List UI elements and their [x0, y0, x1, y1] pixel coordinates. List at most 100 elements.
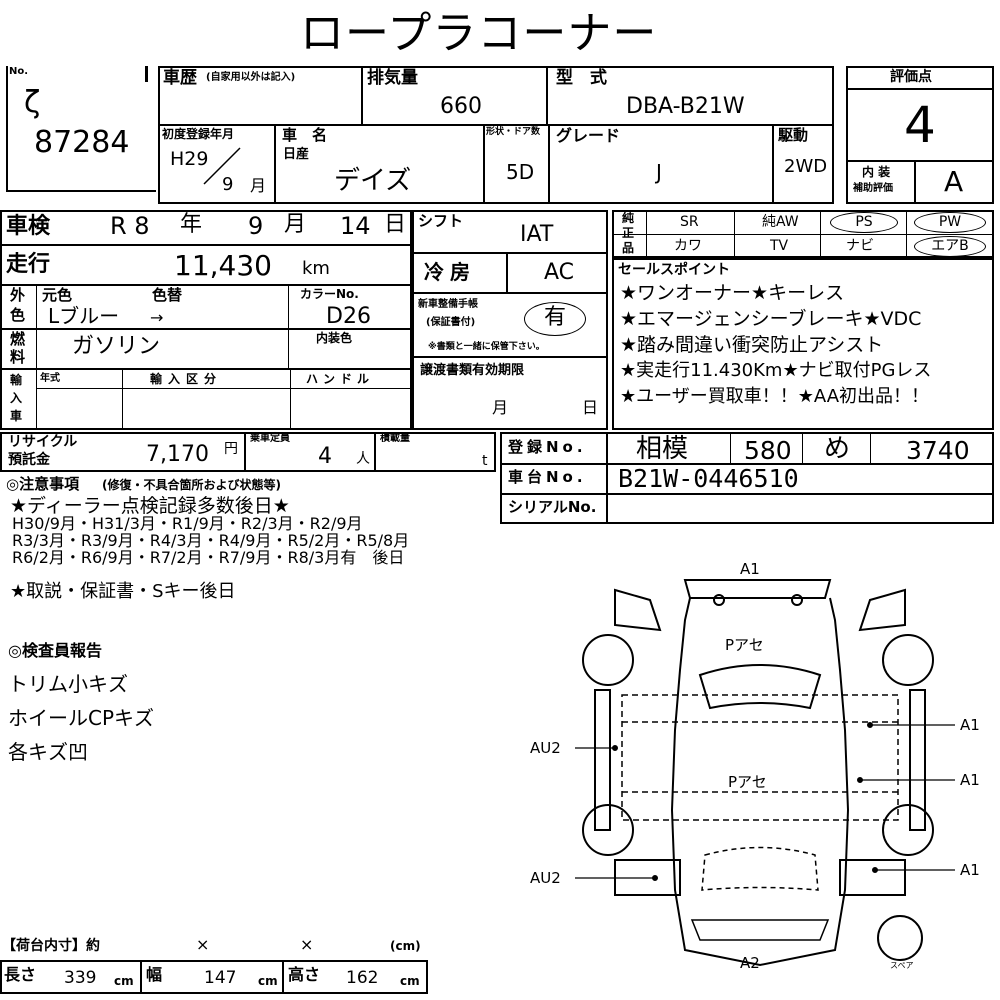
cargo-times-2: × — [300, 935, 314, 954]
report-line-1: トリム小キズ — [8, 672, 128, 696]
displacement-value: 660 — [440, 94, 482, 119]
vehicle-info-block — [158, 66, 834, 204]
sales-points-label: セールスポイント — [618, 262, 730, 278]
inspection-block — [0, 210, 412, 430]
model-label: 型 式 — [556, 68, 607, 88]
shift-label: シフト — [418, 212, 464, 230]
equip-aw: 純AW — [762, 214, 799, 230]
cargo-unit-paren: (cm) — [390, 939, 421, 953]
shift-value: IAT — [520, 222, 554, 247]
shift-block — [412, 210, 608, 430]
cargo-dimensions-table — [0, 960, 428, 994]
diagram-hood-label: Pアセ — [725, 636, 764, 654]
report-line-2: ホイールCPキズ — [8, 706, 155, 730]
manual-note: ※書類と一緒に保管下さい。 — [428, 342, 545, 352]
equip-tv: TV — [770, 238, 789, 254]
sales-point-1: ★ワンオーナー★キーレス — [620, 282, 845, 304]
changed-color-label: 色替 — [152, 286, 183, 304]
history-note: (自家用以外は記入) — [206, 72, 296, 83]
plate-class: 580 — [744, 436, 792, 465]
grade-label: グレード — [556, 126, 621, 145]
notes-label-sub: (修復・不具合箇所および状態等) — [102, 478, 281, 492]
recycle-label-1: リサイクル — [8, 434, 78, 450]
drive-label: 駆動 — [778, 126, 809, 144]
plate-kana: め — [824, 434, 851, 464]
chassis-label: 車台No. — [508, 468, 587, 486]
equipment-side-2: 正 — [622, 226, 635, 240]
cargo-length-unit: cm — [114, 974, 134, 988]
original-color-value: Lブルー — [48, 304, 120, 328]
notes-line-3: R3/3月・R3/9月・R4/3月・R4/9月・R5/2月・R5/8月 — [12, 531, 410, 550]
equip-leather: カワ — [674, 238, 702, 254]
import-side-1: 輸 — [10, 373, 23, 387]
lot-mark: ζ — [24, 85, 41, 120]
equip-airbag: エアB — [931, 238, 969, 254]
plate-region: 相模 — [636, 434, 689, 464]
manual-label-1: 新車整備手帳 — [418, 299, 478, 310]
recycle-block — [0, 432, 496, 472]
import-category-label: 輸入区分 — [150, 372, 223, 386]
sales-point-2: ★エマージェンシーブレーキ★VDC — [620, 308, 922, 330]
equip-pw-circle: PW — [914, 212, 986, 233]
score-label: 評価点 — [890, 69, 932, 85]
interior-color-label: 内装色 — [316, 331, 353, 345]
aircon-value: AC — [544, 260, 575, 285]
color-code-value: D26 — [326, 304, 371, 329]
equipment-side-3: 品 — [622, 241, 635, 255]
inspection-label: 車検 — [6, 214, 51, 239]
diagram-rear-label: A2 — [740, 954, 760, 972]
manual-label-2: (保証書付) — [426, 317, 476, 328]
car-name-value: デイズ — [334, 166, 412, 196]
cargo-height-value: 162 — [346, 968, 379, 988]
first-reg-month: 9 — [222, 174, 234, 195]
first-reg-month-unit: 月 — [250, 176, 267, 195]
cargo-width-unit: cm — [258, 974, 278, 988]
load-unit: t — [482, 453, 488, 469]
load-label: 積載量 — [380, 433, 410, 444]
cargo-height-label: 高さ — [288, 965, 321, 984]
cargo-width-label: 幅 — [146, 965, 163, 984]
manual-value: 有 — [543, 305, 566, 330]
import-year-label: 年式 — [40, 373, 60, 384]
color-side-2: 色 — [10, 306, 26, 324]
sales-point-3: ★踏み間違い衝突防止アシスト — [620, 334, 884, 356]
diagram-front-label: A1 — [740, 560, 760, 578]
color-code-label: カラーNo. — [300, 287, 359, 301]
chassis-value: B21W-0446510 — [618, 464, 799, 493]
equip-ps: PS — [855, 214, 873, 230]
diagram-right-1-label: A1 — [960, 716, 980, 734]
equip-navi: ナビ — [846, 238, 874, 254]
sales-points-block — [612, 258, 994, 430]
displacement-label: 排気量 — [367, 68, 418, 88]
mileage-value: 11,430 — [174, 249, 272, 282]
model-value: DBA-B21W — [626, 94, 745, 119]
diagram-roof-label: Pアセ — [728, 773, 767, 791]
mileage-unit: km — [302, 258, 330, 279]
inspection-day-unit: 日 — [384, 212, 407, 237]
history-label: 車歴 — [163, 68, 197, 88]
doors-label: 形状・ドア数 — [486, 127, 541, 137]
manual-value-circle: 有 — [524, 302, 586, 336]
first-reg-year: H29 — [170, 148, 209, 170]
notes-extra: ★取説・保証書・Sキー後日 — [10, 581, 236, 602]
transfer-day-unit: 日 — [582, 398, 599, 417]
fuel-value: ガソリン — [72, 334, 161, 359]
sales-point-5: ★ユーザー買取車！！★AA初出品！！ — [620, 386, 930, 407]
equip-sr: SR — [680, 214, 699, 230]
first-reg-label: 初度登録年月 — [162, 127, 235, 141]
interior-label-1: 内 装 — [862, 165, 891, 179]
cargo-height-unit: cm — [400, 974, 420, 988]
equip-pw: PW — [938, 214, 962, 230]
recycle-label-2: 預託金 — [8, 452, 50, 468]
score-box — [846, 66, 994, 204]
recycle-value: 7,170 — [146, 442, 209, 467]
aircon-label: 冷房 — [424, 260, 476, 284]
color-side-1: 外 — [10, 286, 26, 304]
notes-line-2: H30/9月・H31/3月・R1/9月・R2/3月・R2/9月 — [12, 514, 363, 533]
page-title: ロープラコーナー — [300, 8, 658, 59]
diagram-right-3-label: A1 — [960, 861, 980, 879]
diagram-spare-label: スペア — [890, 961, 914, 970]
cargo-times-1: × — [196, 935, 210, 954]
original-color-label: 元色 — [42, 286, 73, 304]
diagram-left-upper-label: AU2 — [530, 739, 561, 757]
